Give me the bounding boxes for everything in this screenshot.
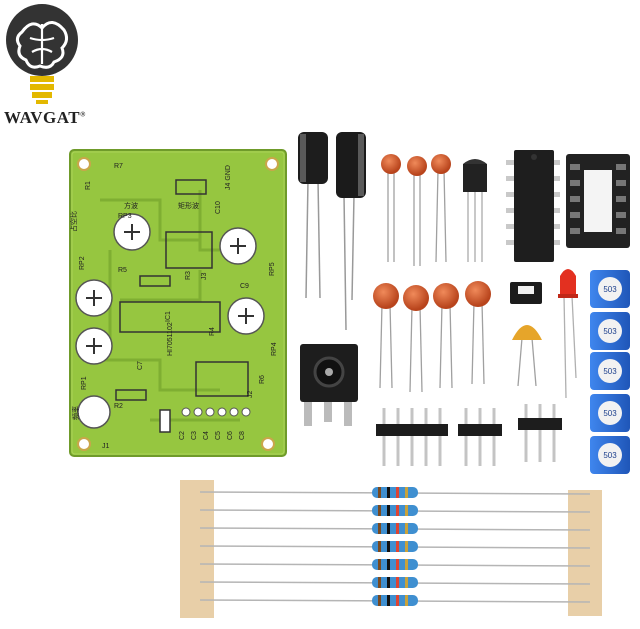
- trimmer-label: 503: [603, 451, 617, 460]
- pcb-res-label: R1: [85, 181, 92, 190]
- trimmer-label: 503: [603, 367, 617, 376]
- pcb-silk-cn: 频率: [71, 406, 80, 420]
- pcb-board: HI7051102 IC1 J1 J2 J3 C2 C3 C4 C5 C6 C8…: [69, 149, 287, 457]
- pcb-silk-cn: 占空比: [69, 211, 78, 232]
- trimmer-label: 503: [603, 327, 617, 336]
- pcb-cap-label: C5: [215, 431, 222, 440]
- ic-footprint: [119, 301, 221, 333]
- pcb-cap-label: C7: [137, 361, 144, 370]
- pin-header-3pin-right: [518, 404, 562, 462]
- trimmer-potentiometer: 503: [590, 352, 630, 390]
- pcb-cap-label: C3: [191, 431, 198, 440]
- trimmer-label: 503: [603, 285, 617, 294]
- resistor-tape: [180, 480, 602, 618]
- pcb-cap-label: C2: [179, 431, 186, 440]
- pcb-pot-footprints: [75, 213, 265, 429]
- pcb-silk-pin-header: J4 GND: [225, 165, 232, 190]
- trimmer-potentiometer: 503: [590, 270, 630, 308]
- pcb-res-label: R7: [114, 163, 123, 170]
- pcb-silk-cn: 方波: [124, 201, 138, 210]
- jumper-cap: [510, 282, 542, 304]
- ceramic-capacitors-large: [373, 281, 491, 393]
- trimmer-potentiometers: 503 503 503 503 503: [590, 270, 630, 474]
- resistor: [199, 523, 591, 534]
- pcb-silk-cn: 矩形波: [178, 201, 199, 210]
- registered-mark: ®: [80, 110, 86, 119]
- resistor: [199, 541, 591, 552]
- pcb-cap-label: C10: [215, 201, 222, 214]
- trimmer-potentiometer: 503: [590, 436, 630, 474]
- pcb-pot-label: RP1: [81, 376, 88, 390]
- ceramic-capacitors-small: [381, 154, 451, 266]
- pcb-pot-label: RP3: [118, 213, 132, 220]
- pin-header-3pin: [458, 408, 502, 466]
- pcb-module-code: HI7051102: [167, 322, 174, 356]
- pcb-jumper-label: J1: [102, 443, 110, 450]
- pcb-pot-label: RP5: [269, 262, 276, 276]
- ic-socket: [566, 154, 630, 248]
- mounting-holes: [77, 157, 279, 451]
- pcb-jumper-label: J3: [201, 273, 208, 281]
- pcb-res-label: R2: [114, 403, 123, 410]
- pcb-cap-label: C4: [203, 431, 210, 440]
- electrolytic-capacitors: [298, 132, 366, 331]
- trimmer-potentiometer: 503: [590, 394, 630, 432]
- pcb-pot-label: RP4: [271, 342, 278, 356]
- brand-name: WAVGAT®: [4, 108, 86, 127]
- pcb-cap-label: C9: [240, 283, 249, 290]
- dc-power-jack: [300, 344, 358, 426]
- pcb-cap-label: C6: [227, 431, 234, 440]
- resistor: [199, 487, 591, 498]
- trimmer-label: 503: [603, 409, 617, 418]
- pcb-jumper-label: J2: [247, 391, 254, 399]
- resistor: [199, 595, 591, 606]
- pcb-ic-label: IC1: [165, 311, 172, 322]
- red-led: [558, 269, 578, 399]
- pcb-res-label: R3: [185, 271, 192, 280]
- resistor: [199, 505, 591, 516]
- lightbulb-brain-icon: [6, 4, 78, 104]
- pcb-pot-label: RP2: [79, 256, 86, 270]
- ic-chip: [506, 150, 560, 262]
- pcb-res-label: R4: [209, 327, 216, 336]
- pcb-cap-label: C8: [239, 431, 246, 440]
- yellow-capacitor: [512, 325, 542, 387]
- resistor: [199, 559, 591, 570]
- transistor: [463, 159, 487, 262]
- pin-header-5pin: [376, 408, 448, 466]
- pcb-res-label: R6: [259, 375, 266, 384]
- resistor: [199, 577, 591, 588]
- trimmer-potentiometer: 503: [590, 312, 630, 350]
- brand-logo: WAVGAT®: [0, 0, 90, 130]
- pcb-res-label: R5: [118, 267, 127, 274]
